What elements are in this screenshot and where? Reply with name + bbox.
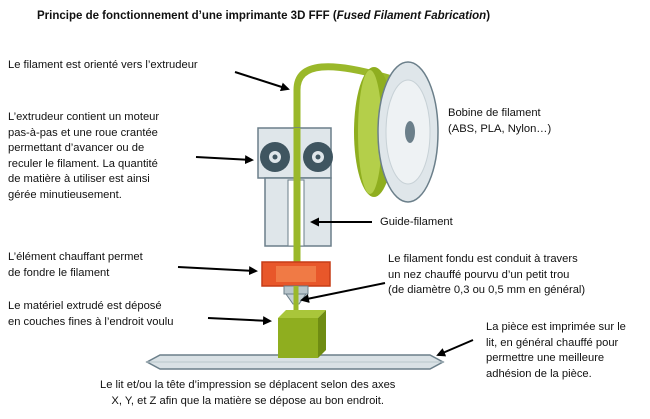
label-guide: Guide-filament	[380, 216, 453, 228]
label-heater: L’élément chauffant permet de fondre le …	[8, 251, 143, 279]
print-bed	[145, 354, 445, 370]
label-extruder: L’extrudeur contient un moteur pas-à-pas…	[8, 111, 160, 201]
label-nozzle: Le filament fondu est conduit à travers …	[388, 253, 586, 296]
annotation-arrows	[177, 71, 474, 357]
label-spool: Bobine de filament (ABS, PLA, Nylon…)	[448, 107, 552, 135]
label-motion: Le lit et/ou la tête d’impression se dép…	[100, 379, 396, 407]
diagram-title: Principe de fonctionnement d’une imprima…	[37, 10, 491, 22]
label-filament-oriented: Le filament est orienté vers l’extrudeur	[8, 59, 198, 71]
heating-element	[261, 261, 331, 287]
printed-part	[278, 310, 326, 358]
filament-in-guide	[293, 128, 301, 268]
label-extruded: Le matériel extrudé est déposé en couche…	[8, 300, 174, 328]
label-bed: La pièce est imprimée sur le lit, en gén…	[486, 321, 626, 380]
spool	[354, 61, 439, 203]
drive-wheels	[260, 142, 333, 172]
nozzle	[283, 285, 309, 310]
